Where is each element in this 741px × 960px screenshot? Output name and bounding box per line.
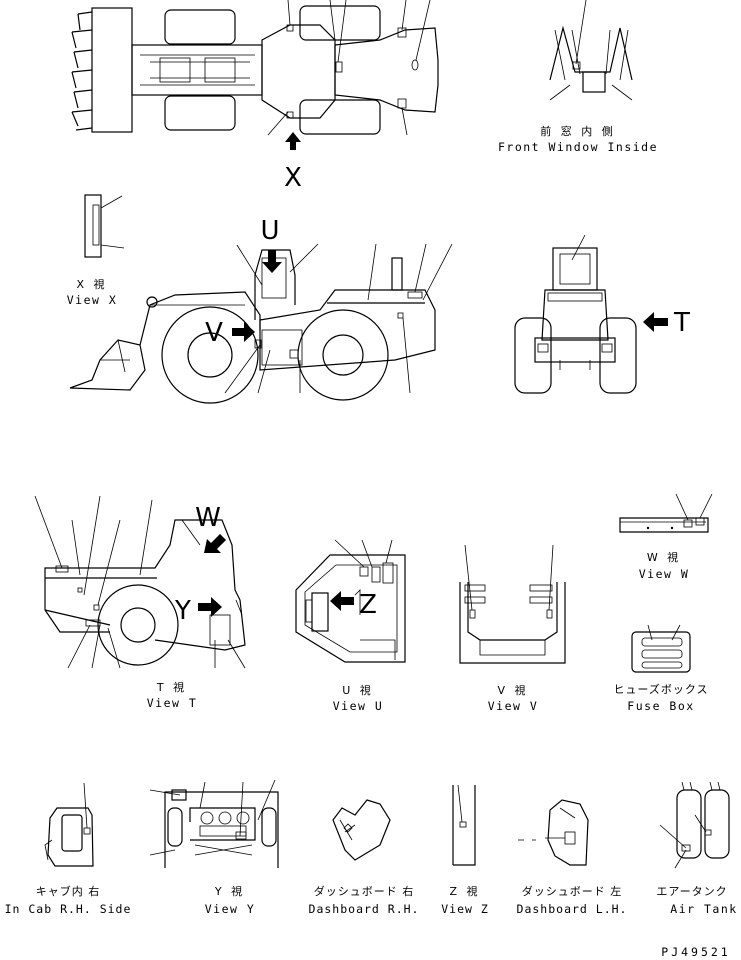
rear-view-loader bbox=[514, 234, 668, 394]
part-code: PJ49521 bbox=[661, 945, 731, 959]
view-x-label-en: View X bbox=[66, 293, 118, 307]
dash-rh-label-en: Dashboard R.H. bbox=[308, 902, 420, 916]
fuse-box-diagram bbox=[631, 624, 691, 673]
view-x-diagram bbox=[84, 194, 125, 258]
cab-rh-diagram bbox=[44, 782, 94, 867]
callout-y: Y bbox=[175, 596, 191, 626]
fuse-box-label-en: Fuse Box bbox=[627, 699, 695, 713]
air-tank-diagram bbox=[659, 781, 730, 869]
side-view-loader bbox=[69, 243, 453, 404]
callout-x: X bbox=[284, 163, 302, 193]
view-y-label-en: View Y bbox=[204, 902, 256, 916]
dash-lh-diagram bbox=[518, 799, 589, 866]
front-window-label-en: Front Window Inside bbox=[497, 140, 659, 154]
top-view-loader bbox=[71, 0, 439, 150]
fuse-box-label-jp: ヒューズボックス bbox=[613, 683, 709, 696]
dash-rh-diagram bbox=[332, 799, 391, 861]
air-tank-label-en: Air Tank bbox=[670, 902, 738, 916]
view-v-label-en: View V bbox=[487, 699, 539, 713]
cab-rh-label-en: In Cab R.H. Side bbox=[4, 902, 132, 916]
view-w-label-jp: W 視 bbox=[646, 551, 682, 564]
view-t-label-en: View T bbox=[146, 696, 198, 710]
dash-lh-label-en: Dashboard L.H. bbox=[516, 902, 628, 916]
view-u-diagram bbox=[295, 539, 406, 663]
view-v-label-jp: V 視 bbox=[497, 684, 529, 697]
view-z-diagram bbox=[452, 784, 476, 866]
front-window-diagram bbox=[549, 0, 633, 101]
front-window-label-jp: 前 窓 内 側 bbox=[540, 125, 616, 138]
view-x-label-jp: X 視 bbox=[76, 278, 108, 291]
view-u-label-en: View U bbox=[332, 699, 384, 713]
view-v-diagram bbox=[459, 544, 566, 664]
callout-t: T bbox=[674, 308, 690, 338]
callout-v: V bbox=[205, 318, 223, 348]
cab-rh-label-jp: キャブ内 右 bbox=[35, 885, 101, 898]
view-y-diagram bbox=[149, 779, 279, 868]
dash-rh-label-jp: ダッシュボード 右 bbox=[313, 885, 415, 898]
view-t-diagram bbox=[34, 495, 246, 669]
view-w-diagram bbox=[619, 493, 713, 533]
view-y-label-jp: Y 視 bbox=[214, 885, 246, 898]
callout-z: Z bbox=[359, 590, 377, 620]
view-w-label-en: View W bbox=[638, 567, 690, 581]
callout-u: U bbox=[260, 216, 280, 246]
air-tank-label-jp: エアータンク bbox=[656, 885, 728, 898]
view-u-label-jp: U 視 bbox=[342, 684, 374, 697]
view-z-label-jp: Z 視 bbox=[449, 885, 481, 898]
view-z-label-en: View Z bbox=[441, 902, 489, 916]
dash-lh-label-jp: ダッシュボード 左 bbox=[521, 885, 623, 898]
callout-w: W bbox=[195, 503, 221, 533]
view-t-label-jp: T 視 bbox=[156, 681, 188, 694]
